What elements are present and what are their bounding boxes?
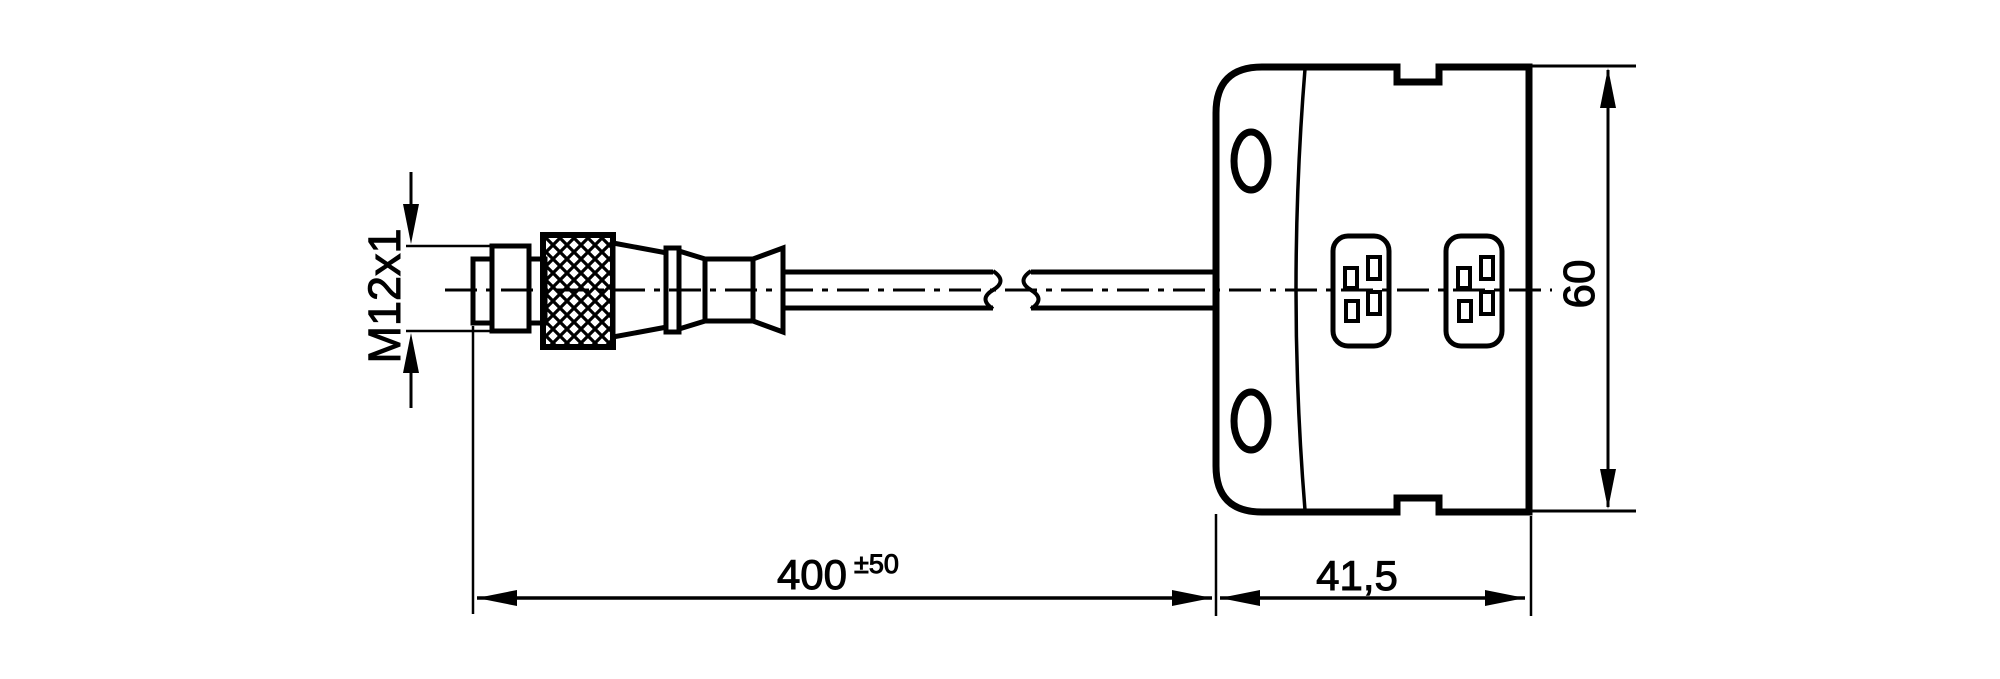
port-pin bbox=[1457, 299, 1473, 323]
arrowhead-down bbox=[1600, 469, 1616, 509]
mounting-hole-bottom bbox=[1230, 388, 1272, 454]
port-pin bbox=[1479, 290, 1495, 316]
width-label: 41,5 bbox=[1316, 552, 1398, 599]
tolerance-label: ±50 bbox=[854, 549, 899, 579]
arrowhead-right bbox=[1172, 590, 1212, 606]
height-label: 60 bbox=[1555, 260, 1604, 309]
mounting-hole-top bbox=[1230, 128, 1272, 194]
cable-length-label: 400 bbox=[777, 551, 847, 598]
arrowhead-down bbox=[403, 204, 419, 244]
arrowhead-right bbox=[1485, 590, 1525, 606]
height-dimension: 60 bbox=[1529, 64, 1636, 513]
port-pin bbox=[1366, 290, 1382, 316]
arrowhead-left bbox=[477, 590, 517, 606]
m12-dimension: M12x1 bbox=[359, 172, 494, 408]
port-pin bbox=[1343, 266, 1359, 290]
port-pin bbox=[1344, 299, 1360, 323]
width-dimension: 41,5 bbox=[1220, 516, 1533, 616]
cable-length-dimension: 400 ±50 bbox=[471, 326, 1218, 616]
arrowhead-left bbox=[1220, 590, 1260, 606]
port-pin bbox=[1366, 255, 1382, 281]
port-pin bbox=[1456, 266, 1472, 290]
thread-size-label: M12x1 bbox=[359, 228, 410, 363]
arrowhead-up bbox=[403, 333, 419, 373]
arrowhead-up bbox=[1600, 68, 1616, 108]
cable bbox=[783, 269, 1217, 311]
port-pin bbox=[1479, 255, 1495, 281]
